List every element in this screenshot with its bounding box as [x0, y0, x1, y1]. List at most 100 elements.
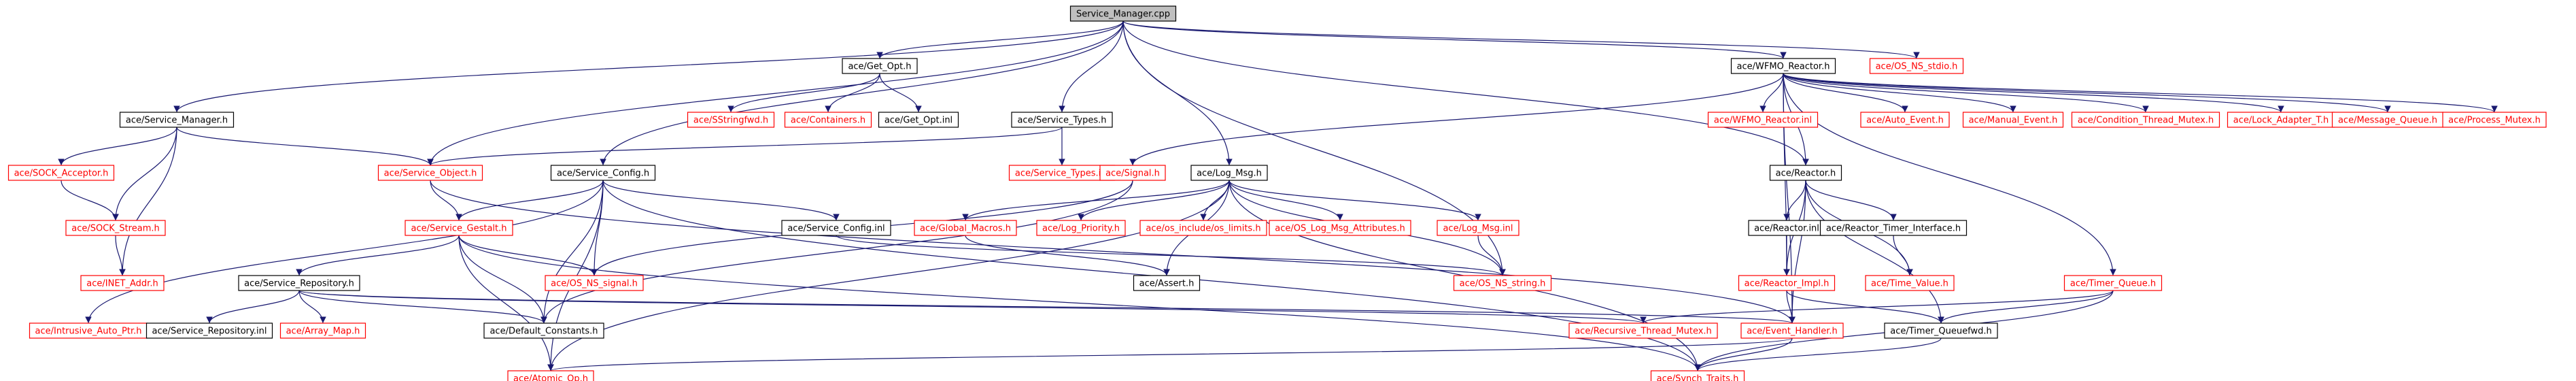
dependency-edge: [115, 235, 126, 276]
header-file-node[interactable]: ace/Log_Priority.h: [1036, 220, 1126, 236]
dependency-edge: [1640, 290, 2114, 324]
header-file-node[interactable]: ace/SStringfwd.h: [687, 112, 775, 128]
dependency-edge: [58, 127, 177, 166]
node-box: [507, 370, 594, 381]
node-label: ace/Time_Value.h: [1871, 279, 1948, 289]
dependency-edge: [298, 290, 547, 324]
header-file-node[interactable]: ace/OS_NS_stdio.h: [1869, 58, 1964, 74]
node-box: [1269, 220, 1411, 236]
dependency-edge: [1786, 290, 1796, 324]
dependency-edge: [1122, 20, 1809, 166]
header-file-node[interactable]: ace/Condition_Thread_Mutex.h: [2071, 112, 2220, 128]
node-box: [1884, 322, 1998, 339]
header-file-node[interactable]: ace/Timer_Queue.h: [2063, 275, 2163, 291]
header-file-node[interactable]: ace/Log_Msg.inl: [1437, 220, 1519, 236]
header-file-node[interactable]: ace/Service_Object.h: [377, 165, 483, 181]
dependency-edge: [602, 180, 840, 221]
header-file-node[interactable]: ace/Array_Map.h: [279, 322, 366, 339]
dependency-edge: [119, 127, 177, 276]
header-file-node[interactable]: ace/Global_Macros.h: [914, 220, 1017, 236]
dependency-edge: [1783, 73, 2149, 113]
dependency-edge: [1229, 180, 1343, 221]
header-file-node[interactable]: ace/Service_Config.inl: [781, 220, 891, 236]
header-file-node[interactable]: ace/Service_Types.h: [1011, 112, 1113, 128]
header-file-node[interactable]: ace/Service_Manager.h: [119, 112, 235, 128]
node-label: ace/Process_Mutex.h: [2448, 116, 2541, 126]
header-file-node[interactable]: ace/Containers.h: [784, 112, 872, 128]
header-file-node[interactable]: ace/Message_Queue.h: [2331, 112, 2444, 128]
header-file-node[interactable]: ace/Time_Value.h: [1865, 275, 1955, 291]
dependency-edge: [600, 20, 1124, 166]
node-label: ace/Recursive_Thread_Mutex.h: [1575, 327, 1712, 337]
dependency-edge: [1783, 73, 2016, 113]
dependency-edge: [836, 235, 1506, 276]
header-file-node[interactable]: ace/Service_Types.inl: [1008, 165, 1116, 181]
header-file-node[interactable]: ace/Process_Mutex.h: [2442, 112, 2547, 128]
header-file-node[interactable]: ace/Reactor_Timer_Interface.h: [1819, 220, 1968, 236]
header-file-node[interactable]: ace/Intrusive_Auto_Ptr.h: [29, 322, 148, 339]
header-file-node[interactable]: ace/Lock_Adapter_T.h: [2227, 112, 2335, 128]
dependency-edge: [458, 235, 598, 276]
node-label: ace/Synch_Traits.h: [1657, 374, 1739, 381]
header-file-node[interactable]: ace/Event_Handler.h: [1740, 322, 1844, 339]
header-file-node[interactable]: ace/Get_Opt.h: [842, 58, 918, 74]
node-box: [1568, 322, 1718, 339]
dependency-edge: [540, 180, 1133, 324]
header-file-node[interactable]: ace/Manual_Event.h: [1962, 112, 2064, 128]
dependency-edge: [1122, 20, 1787, 59]
header-file-node[interactable]: ace/WFMO_Reactor.inl: [1707, 112, 1819, 128]
header-file-node[interactable]: ace/Get_Opt.inl: [878, 112, 959, 128]
node-box: [1730, 58, 1836, 74]
node-label: ace/Get_Opt.inl: [885, 116, 952, 126]
header-file-node[interactable]: ace/Reactor_Impl.h: [1738, 275, 1836, 291]
node-label: ace/Get_Opt.h: [848, 62, 911, 72]
dependency-edge: [879, 73, 922, 113]
header-file-node[interactable]: ace/Service_Repository.inl: [145, 322, 273, 339]
header-file-node[interactable]: ace/Service_Config.h: [550, 165, 656, 181]
header-file-node[interactable]: ace/Recursive_Thread_Mutex.h: [1568, 322, 1718, 339]
dependency-edge: [825, 73, 880, 113]
node-box: [781, 220, 891, 236]
header-file-node[interactable]: ace/Reactor.inl: [1748, 220, 1825, 236]
node-box: [1860, 112, 1950, 128]
dependency-edge: [727, 73, 880, 113]
header-file-node[interactable]: ace/Service_Repository.h: [238, 275, 360, 291]
node-label: ace/Global_Macros.h: [920, 224, 1011, 234]
header-file-node[interactable]: ace/Log_Msg.h: [1190, 165, 1268, 181]
node-label: ace/Service_Repository.h: [244, 279, 354, 289]
dependency-edge: [962, 180, 1230, 221]
header-file-node[interactable]: ace/Timer_Queuefwd.h: [1884, 322, 1998, 339]
header-file-node[interactable]: ace/OS_NS_signal.h: [545, 275, 644, 291]
header-file-node[interactable]: ace/INET_Addr.h: [80, 275, 165, 291]
dependency-edge: [456, 180, 604, 221]
dependency-edge: [427, 20, 1124, 166]
header-file-node[interactable]: ace/Signal.h: [1099, 165, 1166, 181]
header-file-node[interactable]: ace/Assert.h: [1133, 275, 1201, 291]
header-file-node[interactable]: ace/OS_Log_Msg_Attributes.h: [1269, 220, 1411, 236]
header-file-node[interactable]: ace/Atomic_Op.h: [507, 370, 594, 381]
dependency-edge: [876, 20, 1124, 59]
node-label: ace/Intrusive_Auto_Ptr.h: [35, 327, 142, 337]
header-file-node[interactable]: ace/OS_NS_string.h: [1453, 275, 1552, 291]
header-file-node[interactable]: ace/Synch_Traits.h: [1650, 370, 1745, 381]
node-label: ace/Service_Types.h: [1017, 116, 1106, 126]
header-file-node[interactable]: ace/SOCK_Stream.h: [65, 220, 166, 236]
dependency-edge: [1783, 73, 2284, 113]
header-file-node[interactable]: ace/SOCK_Acceptor.h: [7, 165, 115, 181]
dependency-edge: [1805, 180, 1897, 221]
dependency-edge: [965, 235, 1170, 276]
header-file-node[interactable]: ace/Default_Constants.h: [483, 322, 604, 339]
dependency-edge: [427, 127, 1063, 166]
dependency-edge: [206, 290, 300, 324]
dependency-edge: [1783, 73, 2391, 113]
node-label: ace/INET_Addr.h: [86, 279, 158, 289]
header-file-node[interactable]: ace/Auto_Event.h: [1860, 112, 1950, 128]
header-file-node[interactable]: ace/WFMO_Reactor.h: [1730, 58, 1836, 74]
node-box: [80, 275, 165, 291]
header-file-node[interactable]: ace/Service_Gestalt.h: [405, 220, 513, 236]
header-file-node[interactable]: ace/Reactor.h: [1769, 165, 1842, 181]
header-file-node[interactable]: ace/os_include/os_limits.h: [1139, 220, 1267, 236]
dependency-edges: [58, 20, 2498, 371]
node-box: [1769, 165, 1842, 181]
dependency-edge: [85, 180, 604, 324]
